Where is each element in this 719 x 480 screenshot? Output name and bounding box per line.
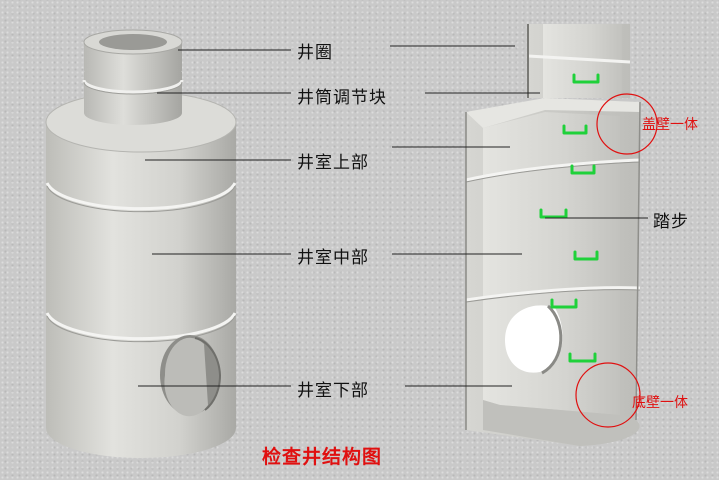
steps-group [539,73,600,363]
step-6 [550,298,578,309]
well-ring-opening [99,34,167,50]
label-adjust-block: 井筒调节块 [297,88,387,108]
step-5 [573,250,599,261]
label-cover-wall: 盖壁一体 [642,117,698,133]
bottom-wall-circle [575,362,641,428]
label-lower-chamber: 井室下部 [297,381,369,401]
left-manhole-model [45,29,237,458]
adjust-block-body [84,72,182,125]
cover-wall-circle [596,93,658,155]
upper-joint-seam [45,182,237,211]
diagram-title: 检查井结构图 [262,446,383,468]
leader-lines [138,45,648,387]
step-4 [539,208,568,219]
section-inner-wall [483,112,620,415]
label-middle-chamber: 井室中部 [297,248,369,268]
lower-joint-seam [45,312,237,341]
label-well-ring: 井圈 [297,43,333,63]
step-3 [570,164,596,175]
section-pipe-opening [505,305,563,373]
step-7 [568,352,597,363]
label-steps: 踏步 [653,212,689,232]
step-2 [562,124,588,135]
section-floor [483,400,640,446]
step-1 [572,73,600,84]
label-upper-chamber: 井室上部 [297,153,369,173]
right-section-model [465,24,658,446]
label-bottom-wall: 底壁一体 [632,395,688,411]
